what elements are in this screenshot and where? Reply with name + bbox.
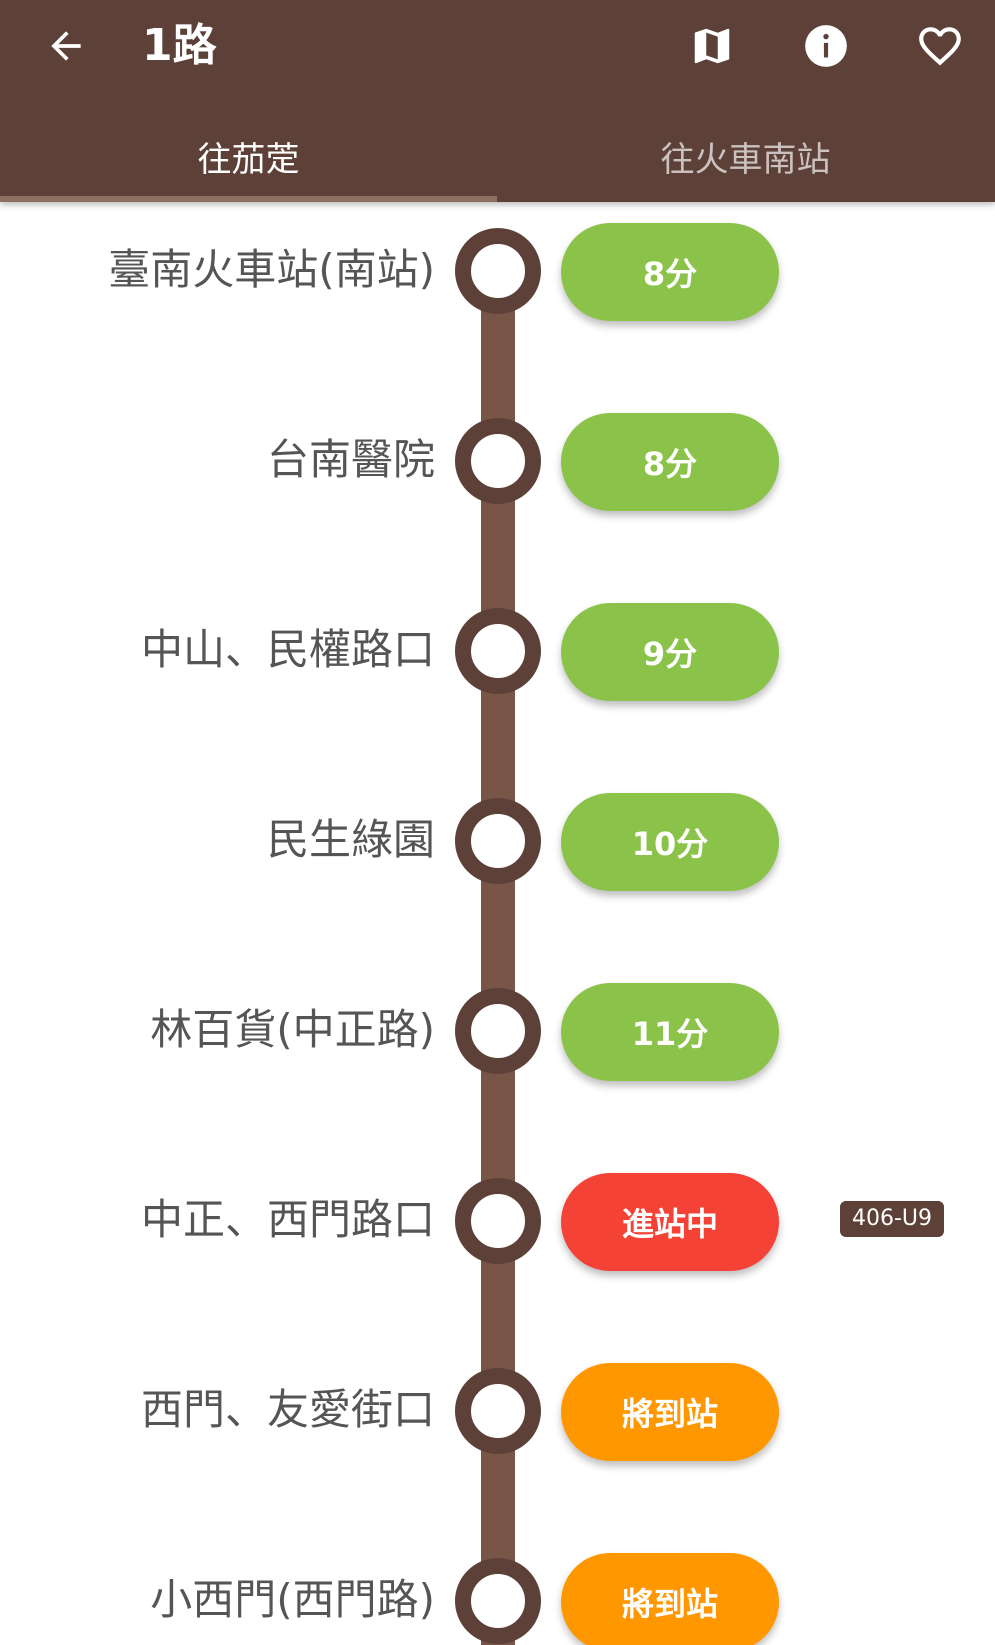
direction-tabs: 往茄萣 往火車南站 — [0, 118, 995, 202]
stop-name: 西門、友愛街口 — [140, 1385, 435, 1434]
eta-badge: 進站中 — [561, 1173, 779, 1271]
app-bar: 1路 往茄萣 往火車南站 — [0, 0, 995, 202]
list-item[interactable]: 小西門(西門路) 將到站 — [0, 1545, 995, 1645]
stop-name: 小西門(西門路) — [150, 1575, 435, 1624]
stop-name: 台南醫院 — [266, 435, 435, 484]
stop-dot-icon — [455, 608, 541, 694]
eta-badge: 8分 — [561, 413, 779, 511]
heart-icon[interactable] — [910, 16, 970, 76]
info-icon[interactable] — [796, 16, 856, 76]
list-item[interactable]: 台南醫院 8分 — [0, 405, 995, 515]
list-item[interactable]: 西門、友愛街口 將到站 — [0, 1355, 995, 1465]
arrow-back-icon[interactable] — [38, 18, 94, 74]
list-item[interactable]: 民生綠園 10分 — [0, 785, 995, 895]
stop-name: 中正、西門路口 — [140, 1195, 435, 1244]
stop-dot-icon — [455, 1178, 541, 1264]
eta-badge: 將到站 — [561, 1553, 779, 1645]
stop-name: 民生綠園 — [266, 815, 435, 864]
eta-badge: 11分 — [561, 983, 779, 1081]
tab-to-south-station[interactable]: 往火車南站 — [660, 140, 831, 180]
stop-dot-icon — [455, 418, 541, 504]
stop-dot-icon — [455, 1368, 541, 1454]
stop-name: 臺南火車站(南站) — [108, 245, 435, 294]
tab-to-qieding[interactable]: 往茄萣 — [197, 140, 300, 180]
eta-badge: 將到站 — [561, 1363, 779, 1461]
stop-dot-icon — [455, 228, 541, 314]
eta-badge: 9分 — [561, 603, 779, 701]
map-icon[interactable] — [682, 16, 742, 76]
stop-dot-icon — [455, 798, 541, 884]
page-title: 1路 — [142, 20, 217, 71]
eta-badge: 10分 — [561, 793, 779, 891]
eta-badge: 8分 — [561, 223, 779, 321]
tab-indicator — [0, 196, 497, 202]
stop-name: 林百貨(中正路) — [150, 1005, 435, 1054]
list-item[interactable]: 中山、民權路口 9分 — [0, 595, 995, 705]
stop-list[interactable]: 臺南火車站(南站) 8分 台南醫院 8分 中山、民權路口 9分 民生綠園 10分… — [0, 202, 995, 1645]
bus-plate-badge: 406-U9 — [840, 1201, 945, 1237]
list-item[interactable]: 林百貨(中正路) 11分 — [0, 975, 995, 1085]
stop-name: 中山、民權路口 — [140, 625, 435, 674]
list-item[interactable]: 臺南火車站(南站) 8分 — [0, 215, 995, 325]
stop-dot-icon — [455, 988, 541, 1074]
list-item[interactable]: 中正、西門路口 進站中 406-U9 — [0, 1165, 995, 1275]
stop-dot-icon — [455, 1558, 541, 1644]
